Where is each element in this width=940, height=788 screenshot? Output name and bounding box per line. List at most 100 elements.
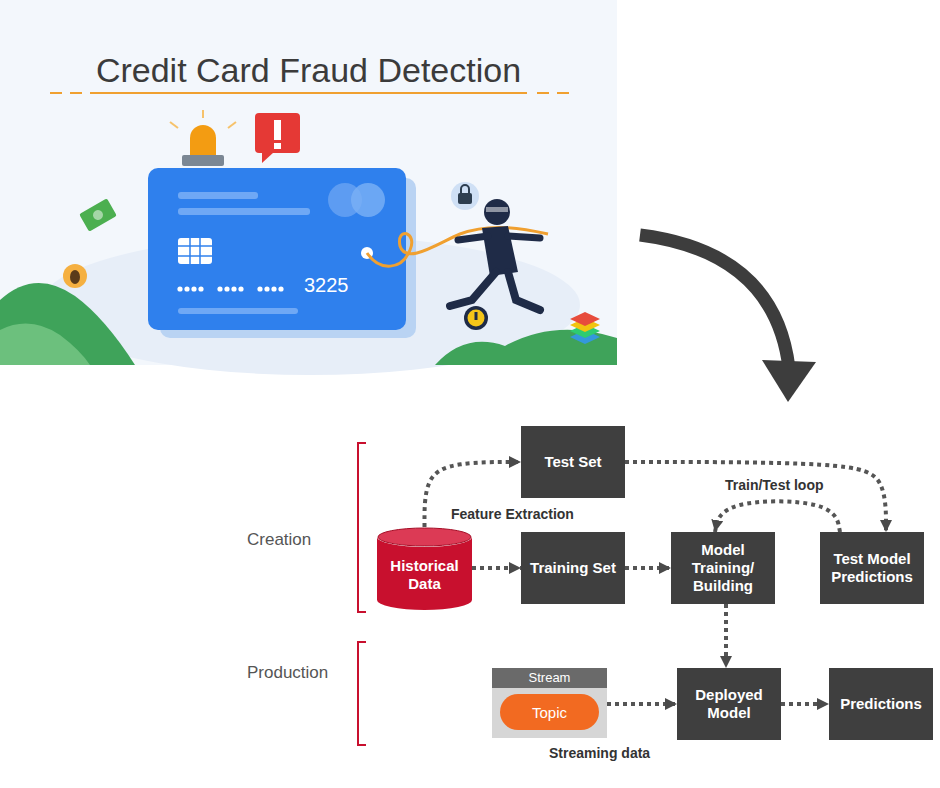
chip-line — [189, 238, 191, 264]
warning-icon — [464, 306, 488, 330]
credit-card — [148, 168, 406, 330]
flow-connector — [472, 566, 521, 570]
dot — [177, 286, 182, 291]
warning-mark — [475, 312, 478, 320]
flow-connector — [607, 702, 677, 706]
big-arrow-shaft — [640, 235, 789, 368]
thief-head — [484, 199, 510, 225]
layer — [570, 312, 600, 326]
rope — [367, 227, 548, 266]
bracket — [358, 443, 366, 612]
bill — [79, 198, 117, 231]
step-label: Feature Extraction — [451, 506, 574, 523]
card-stripe — [178, 208, 310, 215]
lock-body — [458, 193, 472, 204]
dot — [184, 286, 189, 291]
bracket — [358, 642, 366, 745]
dot — [238, 286, 243, 291]
card-number-dots — [177, 286, 283, 291]
ray — [170, 122, 178, 128]
dot — [217, 286, 222, 291]
node-text: Test Set — [544, 453, 601, 471]
node-text: Historical Data — [383, 557, 466, 593]
warning-inner — [468, 310, 485, 327]
underline-line — [90, 92, 527, 94]
process-box: Test Model Predictions — [820, 532, 924, 604]
cylinder-body — [377, 537, 472, 610]
chip-line — [178, 245, 212, 247]
lock-icon-ground — [451, 182, 479, 210]
thief-arm — [458, 236, 488, 240]
underline-dash — [50, 92, 62, 94]
siren-dome — [190, 125, 216, 155]
topic-pill: Topic — [500, 694, 599, 730]
node-text: Training Set — [530, 559, 616, 577]
cylinder-top — [378, 528, 471, 546]
dot — [231, 286, 236, 291]
process-box: Predictions — [829, 668, 933, 740]
dot — [224, 286, 229, 291]
node-text: Predictions — [840, 695, 922, 713]
stream-caption: Streaming data — [549, 745, 650, 762]
layers-icon — [570, 312, 600, 344]
card-logo-circle — [351, 183, 385, 217]
bill-mark — [91, 208, 105, 222]
chip-line — [199, 238, 201, 264]
title-underline — [50, 92, 569, 94]
flow-connector — [724, 604, 728, 668]
flow-connector — [781, 702, 829, 706]
loop-label: Train/Test loop — [725, 477, 824, 494]
flow-connector — [625, 566, 671, 570]
panel-heading: Stream — [492, 668, 607, 688]
process-box: Model Training/ Building — [671, 532, 775, 604]
bug-body — [70, 270, 80, 284]
alert-mark — [274, 120, 281, 140]
chip-lines — [178, 238, 212, 264]
phase-label: Production — [247, 663, 328, 683]
flow-connector — [715, 501, 840, 532]
process-box: Training Set — [521, 532, 625, 604]
dot — [191, 286, 196, 291]
money-icon — [79, 198, 117, 231]
dot — [271, 286, 276, 291]
alert-dot — [274, 143, 281, 149]
alert-tail — [262, 152, 274, 163]
bug-icon — [63, 264, 87, 288]
phase-label: Creation — [247, 530, 311, 550]
card-stripe — [178, 192, 258, 199]
flow-connector — [625, 462, 886, 532]
node-text: Topic — [532, 704, 567, 721]
process-box: Test Set — [521, 426, 625, 498]
underline-dash — [537, 92, 549, 94]
node-text: Test Model Predictions — [826, 550, 918, 586]
underline-dash — [70, 92, 82, 94]
database-cylinder: Historical Data — [377, 527, 472, 610]
left-foliage — [0, 283, 135, 365]
process-box: Deployed Model — [677, 668, 781, 740]
thief-leg — [508, 272, 540, 310]
ray — [228, 122, 236, 128]
siren-rays — [170, 110, 236, 128]
card-number: 3225 — [304, 273, 349, 297]
ray — [202, 110, 204, 118]
card-chip — [178, 238, 212, 264]
dot — [264, 286, 269, 291]
node-text: Model Training/ Building — [677, 541, 769, 595]
node-text: Deployed Model — [683, 686, 775, 722]
thief-leg — [450, 272, 496, 306]
left-foliage-light — [0, 324, 90, 365]
alert-bubble — [255, 113, 300, 153]
underline-dash — [557, 92, 569, 94]
thief-arm — [508, 236, 540, 238]
big-arrow-head — [762, 360, 816, 402]
dot — [198, 286, 203, 291]
thief-mask — [486, 207, 508, 212]
dot — [278, 286, 283, 291]
stream-panel: StreamTopic — [492, 668, 607, 738]
lock-shackle — [461, 185, 469, 194]
siren-base — [182, 155, 224, 166]
